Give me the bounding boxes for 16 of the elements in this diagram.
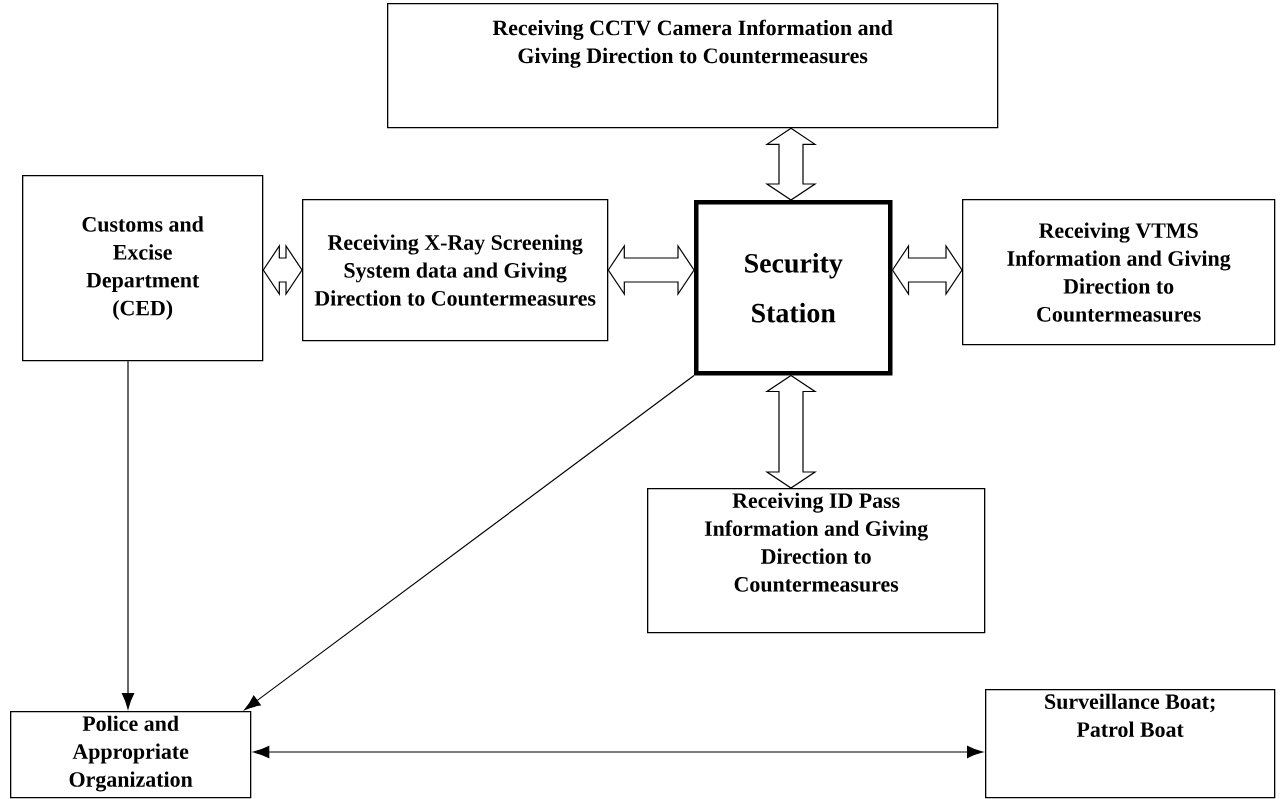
arrow [253,745,984,759]
process-box: Customs and Excise Department (CED) [22,175,264,362]
arrow [244,374,695,711]
station-box: Security Station [694,200,893,376]
process-box: Surveillance Boat; Patrol Boat [985,689,1276,799]
block-arrow [262,244,303,296]
process-box: Receiving ID Pass Information and Giving Direction to Countermeasures [647,488,986,634]
block-arrow [607,244,695,296]
process-box: Police and Appropriate Organization [10,711,252,799]
block-arrow [765,374,817,489]
block-arrow [891,244,963,296]
process-box: Receiving VTMS Information and Giving Direction to Countermeasures [962,199,1276,346]
block-arrow [765,127,817,201]
process-box: Receiving X-Ray Screening System data and Giving Direction to Countermeasures [302,199,609,342]
arrow [121,360,135,710]
process-box: Receiving CCTV Camera Information and Giving Direction to Countermeasures [387,3,999,129]
